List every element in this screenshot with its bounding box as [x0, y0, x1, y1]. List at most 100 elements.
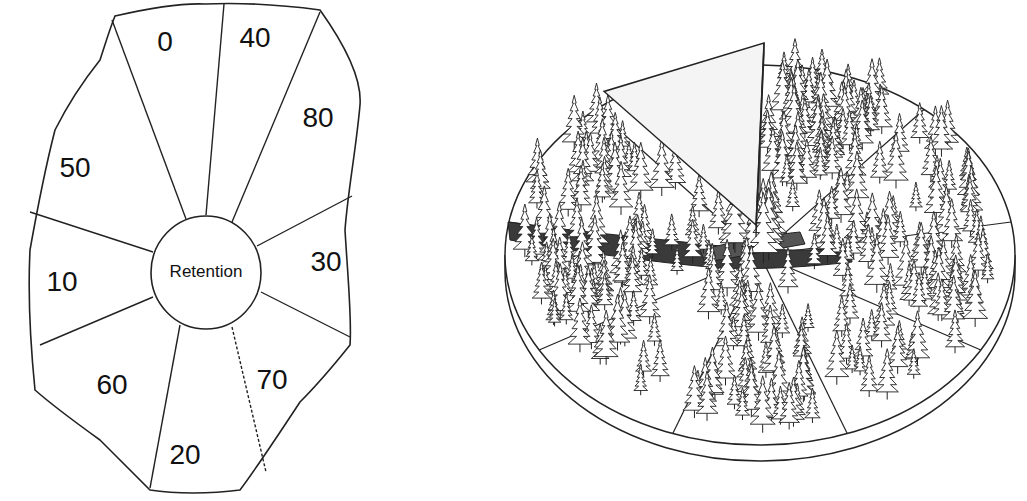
tree [905, 311, 929, 358]
tree-trunk [860, 371, 861, 375]
tree-trunk [869, 391, 870, 397]
tree-trunk [654, 341, 655, 346]
tree-trunk [881, 341, 882, 348]
tree [910, 272, 927, 306]
tree-trunk [707, 413, 708, 421]
tree-trunk [941, 149, 942, 157]
tree-trunk [708, 312, 709, 320]
tree [853, 318, 873, 356]
tree-trunk [581, 205, 582, 212]
tree-trunk [913, 374, 914, 379]
tree-trunk [836, 377, 837, 385]
retention-ellipse: Retention [150, 215, 262, 330]
tree [634, 364, 648, 391]
tree-trunk [692, 257, 693, 264]
tree-trunk [661, 187, 662, 196]
tree [651, 340, 670, 376]
tree-trunk [868, 262, 869, 269]
tree [594, 163, 611, 197]
wedge-label: 30 [307, 244, 345, 280]
wedge-label: 50 [56, 150, 94, 186]
tree [930, 106, 953, 150]
tree-trunk [718, 228, 719, 235]
tree-trunk [671, 245, 672, 250]
tree-trunk [762, 424, 763, 433]
tree-trunk [941, 315, 942, 321]
tree-trunk [568, 209, 569, 216]
tree-trunk [849, 318, 850, 324]
tree [697, 267, 720, 311]
tree [854, 346, 867, 371]
wedge-label: 20 [166, 437, 204, 473]
tree-trunk [742, 415, 743, 420]
tree [639, 275, 661, 317]
tree-trunk [541, 298, 542, 304]
tree-trunk [831, 218, 832, 224]
wedge-label: 40 [236, 20, 274, 56]
region-label: Retention [170, 262, 243, 282]
tree-trunk [876, 284, 877, 293]
tree [671, 246, 684, 270]
tree [786, 142, 807, 183]
tree [823, 136, 842, 173]
tree [779, 382, 800, 422]
tree-trunk [660, 376, 661, 382]
tree-trunk [727, 288, 728, 297]
tree [833, 296, 851, 331]
tree-trunk [649, 317, 650, 324]
tree [548, 298, 561, 322]
tree-trunk [820, 175, 821, 180]
tree-trunk [978, 270, 979, 277]
tree-trunk [849, 145, 850, 151]
wedge-label: 10 [43, 264, 81, 300]
tree-trunk [598, 264, 599, 268]
tree-trunk [621, 282, 622, 287]
tree-trunk [808, 328, 809, 332]
tree [597, 273, 613, 305]
tree [812, 198, 836, 243]
tree [628, 142, 653, 190]
tree-trunk [604, 305, 605, 311]
tree-trunk [703, 249, 704, 253]
tree [750, 376, 775, 425]
tree [636, 340, 652, 371]
tree [840, 264, 857, 296]
tree [736, 315, 752, 346]
tree-trunk [621, 207, 622, 215]
tree [963, 270, 988, 318]
tree [786, 179, 800, 206]
tree [825, 330, 849, 376]
tree-trunk [919, 138, 920, 144]
tree-trunk [987, 279, 988, 283]
tree-trunk [602, 197, 603, 203]
tree-trunk [725, 378, 726, 385]
tree [946, 310, 965, 347]
tree [860, 355, 878, 390]
tree-trunk [975, 318, 976, 327]
tree-trunk [763, 253, 764, 264]
tree-trunk [888, 257, 889, 264]
tree-trunk [677, 270, 678, 274]
tree-trunk [846, 358, 847, 364]
tree [647, 313, 662, 341]
tree-trunk [734, 404, 735, 409]
tree [910, 182, 923, 207]
tree-trunk [842, 275, 843, 282]
tree-trunk [694, 410, 695, 418]
tree-trunk [782, 333, 783, 338]
tree [623, 255, 642, 292]
tree-trunk [606, 357, 607, 365]
retention-percent: 20 [169, 439, 200, 471]
retention-percent: 10 [46, 266, 77, 298]
tree [817, 215, 838, 256]
tree-trunk [812, 418, 813, 423]
tree [907, 349, 920, 375]
tree-trunk [879, 177, 880, 183]
tree-trunk [554, 322, 555, 326]
retention-percent: 70 [256, 364, 287, 396]
tree-trunk [675, 183, 676, 190]
tree [566, 265, 590, 312]
tree [646, 229, 659, 254]
tree-trunk [881, 127, 882, 134]
